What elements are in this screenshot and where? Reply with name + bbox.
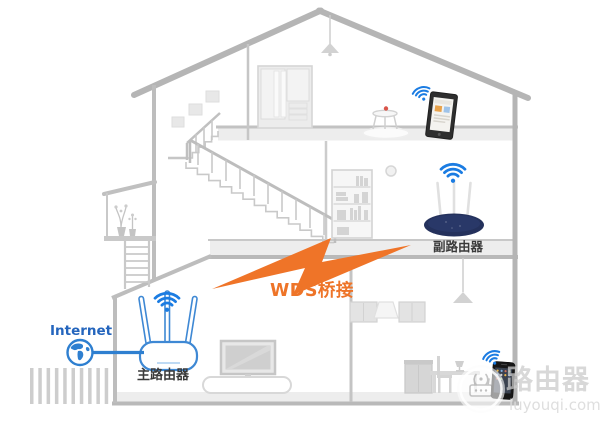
range-hood — [373, 301, 399, 319]
kitchen-cabinets — [349, 301, 426, 323]
tv-stand — [202, 376, 292, 394]
wall-clock — [385, 165, 397, 177]
secondary-router-label: 副路由器 — [432, 239, 483, 254]
desk-lamp — [455, 361, 464, 372]
staircase — [168, 112, 337, 244]
potted-plants — [114, 204, 137, 236]
internet-label: Internet — [50, 323, 113, 339]
secondary-router-device — [424, 179, 484, 237]
wall-frames — [171, 90, 220, 128]
ladder — [123, 241, 151, 289]
stool — [372, 106, 398, 130]
watermark-brand: 路由器 — [506, 365, 590, 396]
roof-right-slope — [316, 7, 531, 101]
pendant-lamp-dining — [453, 258, 473, 303]
wardrobe — [257, 65, 313, 129]
furniture — [202, 15, 480, 394]
watermark-logo-icon — [457, 365, 505, 413]
red-decor-dot — [383, 106, 389, 111]
low-cabinet — [404, 360, 433, 394]
pendant-lamp-attic — [321, 15, 339, 57]
roof-left-slope — [131, 7, 324, 98]
left-roof-extension — [111, 254, 212, 300]
tv — [219, 339, 277, 380]
chair — [437, 356, 452, 393]
wds-bridge-label: WDS桥接 — [270, 281, 354, 301]
globe-icon — [66, 338, 94, 367]
bookshelf — [331, 169, 373, 239]
wifi-icon — [439, 162, 467, 185]
tablet-device — [425, 91, 458, 140]
watermark-domain: luyouqi.com — [509, 396, 600, 414]
rug — [362, 126, 410, 140]
balcony — [102, 180, 157, 289]
fence — [30, 368, 109, 404]
lightning-bolt-icon — [212, 238, 411, 295]
main-router-label: 主路由器 — [136, 368, 189, 383]
